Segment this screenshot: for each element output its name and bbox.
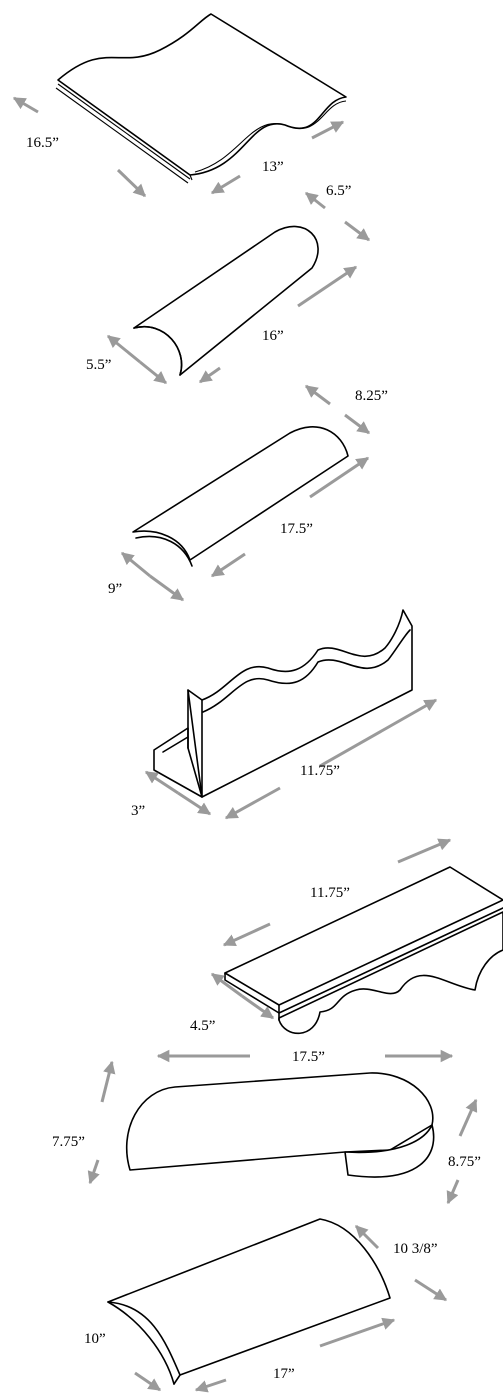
dimension-arrow [297,265,358,308]
dimension-label: 13” [262,159,284,175]
arched-cover-edge [173,1374,181,1385]
dimension-label: 8.75” [448,1154,481,1170]
dimension-arrow [177,791,212,816]
shelf-top [224,866,503,1006]
dimension-label: 5.5” [86,357,111,373]
dimension-arrow [344,413,371,435]
dimension-label: 17.5” [292,1049,325,1065]
dimension-arrow [210,174,241,195]
dimension-arrow [305,191,326,210]
wavy-sheet-shape [57,13,347,176]
shelf-skirt [278,911,503,1035]
wavy-sheet-edge [57,83,191,180]
dimension-arrow [446,1179,460,1205]
dimension-label: 11.75” [310,885,350,901]
dimension-label: 17” [273,1366,295,1382]
round-trough-shape [133,225,319,376]
dimension-label: 10 3/8” [393,1241,438,1257]
dimension-arrow [149,574,185,602]
dimension-arrow [344,220,371,242]
dimension-arrow [311,120,345,140]
dimension-arrow [414,1278,448,1302]
dimension-arrow [241,994,275,1020]
wavy-sheet-edge [55,87,189,184]
dimension-arrow [304,384,331,406]
piece-wavy-sheet: 16.5” 13” [12,13,347,198]
piece-round-trough: 6.5” 16” 5.5” [86,183,371,385]
wavy-sheet-edge [194,100,347,173]
piece-wavy-angle-bracket: 11.75” 3” [131,609,438,820]
dimension-label: 8.25” [355,388,388,404]
dimension-arrow [194,1378,227,1393]
piece-shallow-tile: 8.25” 17.5” 9” [108,384,388,602]
dimension-label: 16.5” [26,135,59,151]
bracket-base-edge [162,736,189,753]
tapered-cover-end [344,1124,435,1178]
dimension-label: 4.5” [190,1018,215,1034]
dimension-arrow [107,334,141,364]
dimension-arrow [319,698,438,768]
dimension-arrow [87,1159,100,1185]
bracket-base [153,727,203,798]
dimension-arrow [309,456,370,499]
shallow-tile-shape [132,426,349,561]
dimension-arrow [222,922,271,947]
shelf-front-edge [224,907,503,1014]
arched-cover-edge [107,1301,175,1385]
dimension-arrow [397,838,452,864]
wavy-sheet-edge [189,174,193,181]
dimension-arrow [210,972,243,998]
dimension-arrow [134,1371,162,1392]
shallow-tile-edge [135,535,193,567]
dimension-label: 16” [262,328,284,344]
dimension-label: 17.5” [280,521,313,537]
dimension-arrow [458,1098,478,1137]
dimension-label: 6.5” [326,183,351,199]
arched-cover-shape [107,1218,391,1376]
piece-arched-cover: 10 3/8” 10” 17” [84,1218,448,1393]
dimension-arrow [144,770,179,795]
dimension-arrow [116,168,147,198]
dimension-arrow [224,786,281,820]
tapered-cover-shape [125,1072,434,1171]
dimension-arrow [139,360,167,385]
round-trough-edge [133,325,183,376]
dimension-arrow [198,366,221,384]
dimension-label: 10” [84,1331,106,1347]
piece-tapered-cover: 17.5” 7.75” 8.75” [52,1049,481,1205]
dimension-arrow [121,551,151,578]
dimension-arrow [12,96,39,114]
dimension-arrow [210,552,246,578]
dimension-label: 11.75” [300,763,340,779]
dimension-arrow [100,1060,116,1103]
dimension-arrow [354,1224,380,1250]
dimension-label: 9” [108,581,122,597]
dimension-label: 7.75” [52,1134,85,1150]
dimension-label: 3” [131,803,145,819]
dimension-arrow [319,1317,396,1348]
bracket-top-edge [202,629,411,713]
bracket-back-wall [187,609,413,798]
piece-scalloped-shelf: 11.75” 4.5” [190,838,503,1035]
